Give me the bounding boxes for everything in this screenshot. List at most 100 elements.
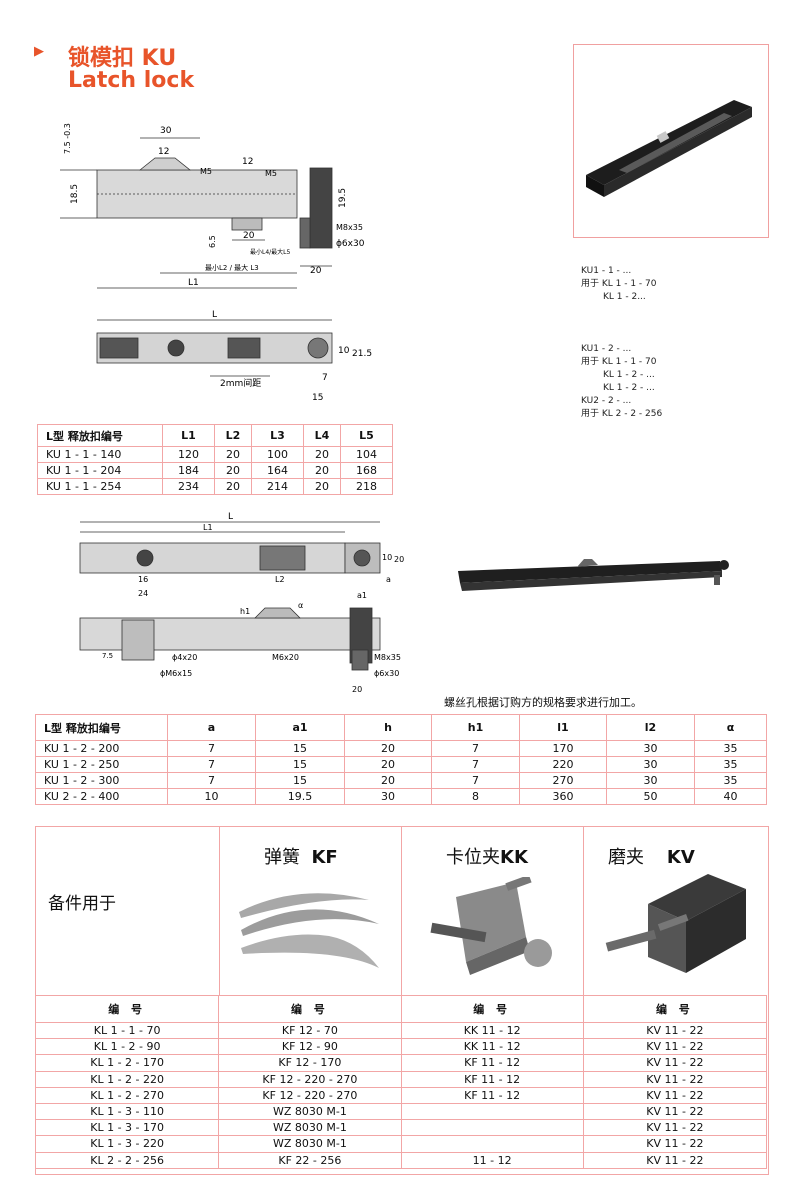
table1-header: L型 释放扣编号 xyxy=(37,424,163,447)
table-ku1-1: L型 释放扣编号 L1 L2 L3 L4 L5 KU 1 - 1 - 140 1… xyxy=(37,424,394,495)
cell: KL 1 - 1 - 70 xyxy=(34,1021,220,1040)
d2-dim-24: 24 xyxy=(138,589,148,598)
d2-dim-16: 16 xyxy=(138,575,148,584)
product-photo-2 xyxy=(458,559,729,591)
table1-header: L4 xyxy=(302,424,341,447)
ref-line: KL 1 - 2 - ... xyxy=(603,383,655,393)
cell: KU 1 - 2 - 200 xyxy=(35,740,168,757)
ref-line: KL 1 - 2... xyxy=(603,292,646,302)
cell: KV 11 - 22 xyxy=(582,1119,768,1137)
cell: KF 12 - 220 - 270 xyxy=(218,1070,402,1088)
table1-header: L1 xyxy=(162,424,215,447)
cell: 20 xyxy=(302,462,341,479)
cell: 7 xyxy=(167,740,256,757)
table-row: KU 1 - 2 - 200 7 15 20 7 170 30 35 xyxy=(35,740,767,757)
table-row: KU 1 - 2 - 300 7 15 20 7 270 30 35 xyxy=(35,772,767,789)
kv-title: 磨夹 KV xyxy=(608,843,695,869)
plan-dim-7: 7 xyxy=(322,373,328,383)
plan-dim-10: 10 xyxy=(338,346,350,356)
cell: 50 xyxy=(606,788,695,805)
spare-parts-section: 备件用于 弹簧 KF 卡位夹KK 磨夹 KV xyxy=(34,826,769,1175)
table-row: KL 2 - 2 - 256 KF 22 - 256 11 - 12 KV 11… xyxy=(34,1151,768,1169)
kk-title: 卡位夹KK xyxy=(446,843,528,869)
cell: 20 xyxy=(302,478,341,495)
drawing-side-view: 7.5 -0.3 30 12 M5 12 M5 18.5 19.5 M8x35 … xyxy=(60,123,372,403)
d2-dim-20: 20 xyxy=(394,555,404,564)
table2-header: a xyxy=(167,714,256,741)
spare-label: 备件用于 xyxy=(48,894,116,914)
refs-ku1-2: KU1 - 2 - ... 用于 KL 1 - 1 - 70 KL 1 - 2 … xyxy=(581,343,662,421)
cell: 218 xyxy=(339,478,394,495)
cell: 30 xyxy=(606,772,695,789)
cell: KV 11 - 22 xyxy=(582,1021,768,1040)
cell: KL 1 - 2 - 90 xyxy=(34,1038,220,1056)
spare-label-cell: 备件用于 xyxy=(36,827,220,995)
cell: 30 xyxy=(606,756,695,773)
cell: KK 11 - 12 xyxy=(400,1038,584,1056)
cell: KL 1 - 2 - 270 xyxy=(34,1086,220,1104)
table-row: KL 1 - 3 - 170 WZ 8030 M-1 KV 11 - 22 xyxy=(34,1119,768,1137)
table2-header: a1 xyxy=(255,714,345,741)
cell: 35 xyxy=(694,756,767,773)
cell: 20 xyxy=(213,446,252,463)
table-row: KU 1 - 1 - 140 120 20 100 20 104 xyxy=(37,446,394,463)
table2-header: h1 xyxy=(431,714,520,741)
d2-dim-10: 10 xyxy=(382,553,392,562)
cell: 270 xyxy=(519,772,607,789)
dim-30: 30 xyxy=(160,126,172,136)
cell: KU 1 - 2 - 300 xyxy=(35,772,168,789)
dim-20b: 20 xyxy=(310,266,322,276)
ref-line: KL 1 - 2 - ... xyxy=(603,370,655,380)
d2-dim-phi6x30: ϕ6x30 xyxy=(374,669,399,678)
cell: WZ 8030 M-1 xyxy=(218,1135,402,1153)
ref-line: 用于 KL 2 - 2 - 256 xyxy=(581,409,663,419)
cell: KL 1 - 3 - 110 xyxy=(34,1102,220,1121)
cell: 15 xyxy=(255,740,345,757)
table1-header: L2 xyxy=(213,424,252,447)
latch-bar-image xyxy=(586,100,752,197)
page-title-cn: 锁模扣 KU xyxy=(68,46,177,71)
table2-header: L型 释放扣编号 xyxy=(35,714,168,741)
dim-l1: L1 xyxy=(188,278,199,288)
table-row: KL 1 - 2 - 270 KF 12 - 220 - 270 KF 11 -… xyxy=(34,1086,768,1104)
table-row: KL 1 - 3 - 220 WZ 8030 M-1 KV 11 - 22 xyxy=(34,1135,768,1153)
cell: KV 11 - 22 xyxy=(582,1135,768,1153)
cell: KU 2 - 2 - 400 xyxy=(35,788,168,805)
cell: 170 xyxy=(519,740,607,757)
table-row: KU 2 - 2 - 400 10 19.5 30 8 360 50 40 xyxy=(35,788,767,805)
d2-dim-a1: a1 xyxy=(357,591,367,600)
cell: KF 12 - 170 xyxy=(218,1054,402,1072)
cell: KL 1 - 2 - 220 xyxy=(34,1070,220,1088)
table-row: KU 1 - 1 - 204 184 20 164 20 168 xyxy=(37,462,394,479)
cell: KF 12 - 70 xyxy=(218,1021,402,1040)
table2-header: l2 xyxy=(606,714,695,741)
cell: WZ 8030 M-1 xyxy=(218,1119,402,1137)
table-ku1-2: L型 释放扣编号 a a1 h h1 l1 l2 α KU 1 - 2 - 20… xyxy=(35,714,767,805)
spare-col-header: 编 号 xyxy=(400,995,584,1023)
cell: KL 1 - 2 - 170 xyxy=(34,1054,220,1072)
cell: KV 11 - 22 xyxy=(582,1086,768,1104)
cell: KL 1 - 3 - 220 xyxy=(34,1135,220,1153)
cell: 164 xyxy=(250,462,304,479)
cell: KF 12 - 220 - 270 xyxy=(218,1086,402,1104)
spring-kf-image xyxy=(239,893,379,968)
cell: 20 xyxy=(344,772,432,789)
cell: 20 xyxy=(213,478,252,495)
table2-header: l1 xyxy=(519,714,607,741)
table-row: KL 1 - 2 - 90 KF 12 - 90 KK 11 - 12 KV 1… xyxy=(34,1038,768,1056)
clip-kk-image xyxy=(430,877,552,975)
cell: KV 11 - 22 xyxy=(582,1102,768,1121)
cell: 360 xyxy=(519,788,607,805)
cell: 20 xyxy=(344,756,432,773)
table1-header: L3 xyxy=(250,424,304,447)
d2-dim-a: a xyxy=(386,575,391,584)
dim-m5a: M5 xyxy=(200,167,212,176)
cell: 30 xyxy=(606,740,695,757)
cell: KU 1 - 1 - 204 xyxy=(37,462,163,479)
dim-m5b: M5 xyxy=(265,169,277,178)
cell: 30 xyxy=(344,788,432,805)
ref-line: 用于 KL 1 - 1 - 70 xyxy=(581,357,657,367)
cell: 7 xyxy=(167,772,256,789)
cell xyxy=(400,1135,584,1153)
cell: KL 1 - 3 - 170 xyxy=(34,1119,220,1137)
